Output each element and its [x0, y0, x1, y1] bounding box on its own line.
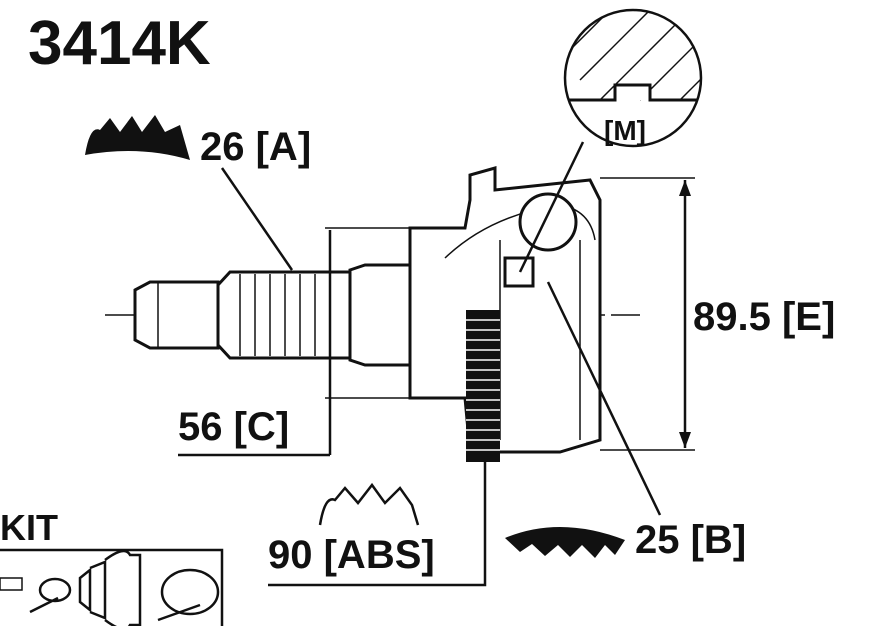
label-a: 26 [A]	[200, 125, 311, 169]
label-kit: KIT	[0, 507, 58, 548]
boot-a-icon	[85, 115, 190, 160]
leader-a	[220, 167, 294, 271]
label-m: [M]	[604, 115, 646, 146]
label-e: 89.5 [E]	[693, 295, 835, 339]
label-abs: 90 [ABS]	[268, 533, 435, 577]
leader-abs	[268, 462, 487, 587]
boot-kit-icon	[78, 549, 142, 626]
boot-abs-icon	[318, 482, 420, 526]
cv-joint-body	[133, 166, 602, 454]
label-c: 56 [C]	[178, 405, 289, 449]
label-b: 25 [B]	[635, 518, 746, 562]
abs-ring	[466, 310, 500, 462]
dimension-e: 89.5 [E]	[600, 177, 835, 451]
clamp-small-icon	[38, 577, 72, 603]
boot-b-icon	[505, 526, 625, 558]
dimension-c: 56 [C]	[178, 227, 410, 457]
nut-icon	[0, 577, 23, 591]
kit-box	[0, 548, 224, 626]
leader-b	[546, 281, 662, 516]
part-number-title: 3414K	[28, 9, 211, 78]
clamp-large-icon	[160, 568, 220, 616]
